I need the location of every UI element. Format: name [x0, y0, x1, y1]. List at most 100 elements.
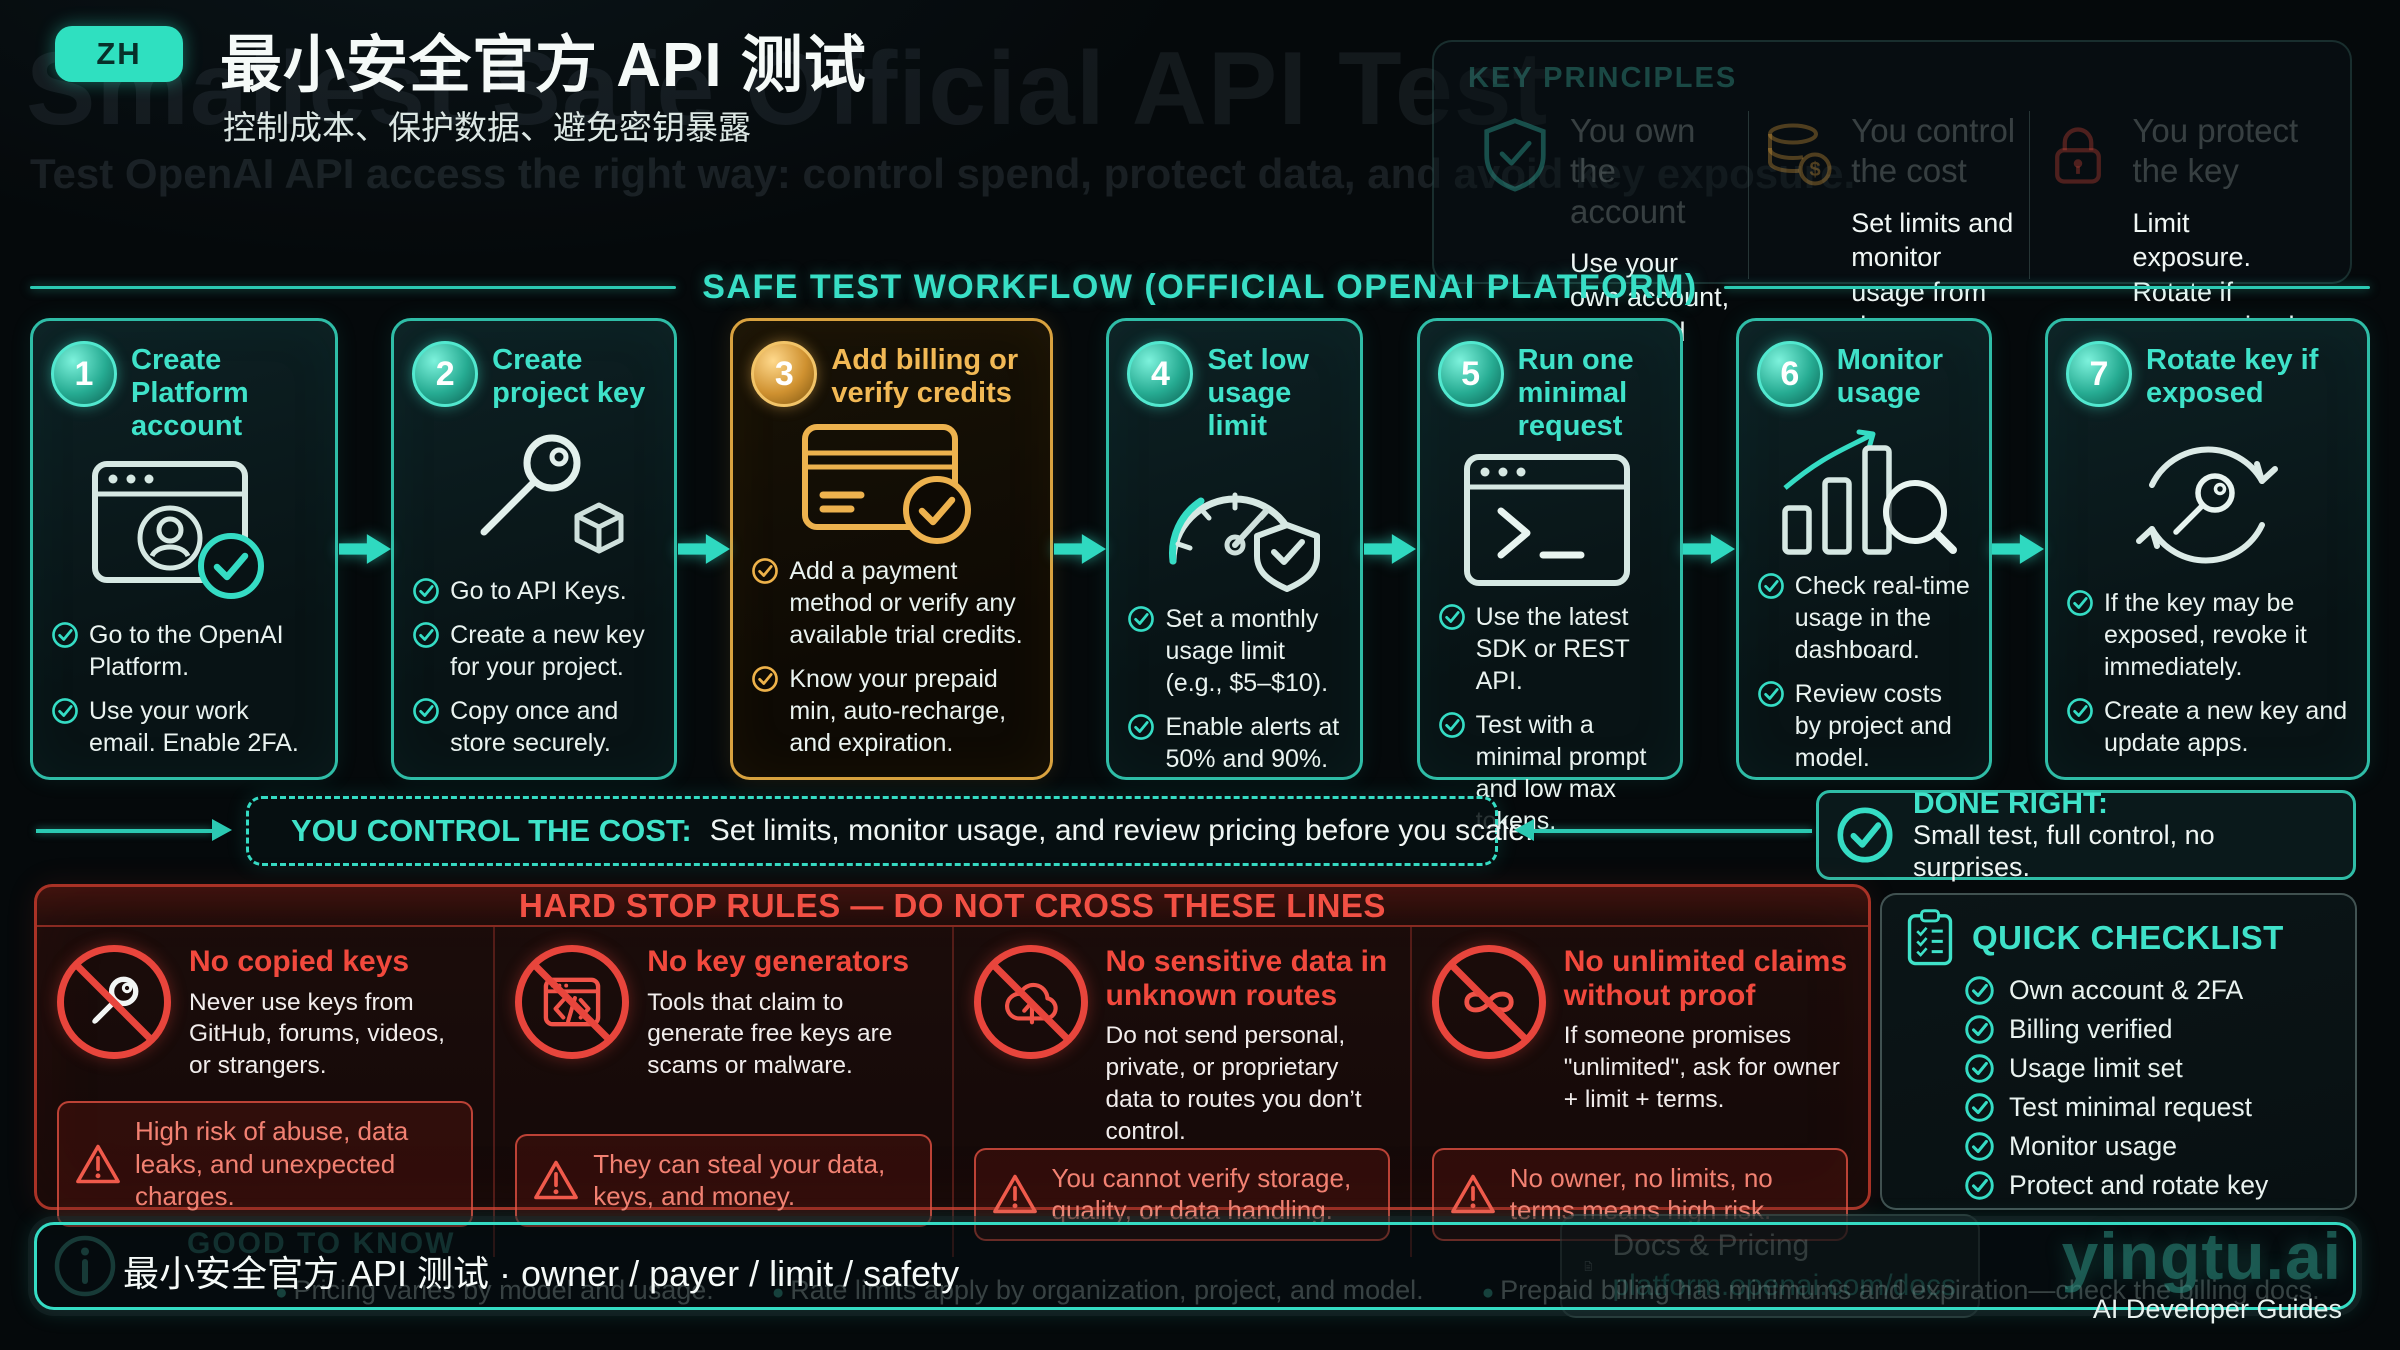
step-card-4: 4 Set low usage limit Set a monthly usag… [1106, 318, 1364, 780]
no-key-generators-icon [515, 945, 630, 1059]
flow-arrow-icon [339, 533, 391, 565]
flow-arrow-icon [1683, 533, 1735, 565]
step-bullet: Review costs by project and model. [1757, 678, 1971, 774]
step-bullet: If the key may be exposed, revoke it imm… [2066, 587, 2349, 683]
arrow-left-icon [1514, 819, 1534, 841]
checklist-item: Protect and rotate key [1964, 1170, 2333, 1201]
browser-user-check-icon [51, 443, 317, 619]
hard-stop-panel: HARD STOP RULES — DO NOT CROSS THESE LIN… [34, 884, 1871, 1257]
key-principles-title: KEY PRINCIPLES [1468, 62, 1738, 94]
page-title: 最小安全官方 API 测试 [220, 31, 867, 100]
clipboard-icon [1904, 909, 1956, 967]
step-card-7: 7 Rotate key if exposed If the key may b… [2044, 318, 2370, 780]
workflow-steps-row: 1 Create Platform account Go to the Open… [30, 318, 2370, 835]
step-card-1: 1 Create Platform account Go to the Open… [30, 318, 338, 780]
flow-arrow-icon [1054, 533, 1106, 565]
flow-arrow-icon [678, 533, 730, 565]
step-title: Set low usage limit [1207, 344, 1309, 443]
step-number: 5 [1437, 341, 1504, 407]
connector-line [1534, 829, 1812, 833]
cost-banner-text: Set limits, monitor usage, and review pr… [709, 814, 1534, 847]
step-card-3: 3 Add billing or verify credits Add a pa… [730, 318, 1054, 780]
step-bullet: Set a monthly usage limit (e.g., $5–$10)… [1127, 603, 1342, 699]
step-title: Create project key [492, 344, 646, 410]
footer-note: Rate limits apply by organization, proje… [772, 1275, 1423, 1306]
warning-triangle-icon [75, 1143, 121, 1185]
step-card-2: 2 Create project key Go to API Keys. Cre… [391, 318, 678, 780]
step-bullet: Use the latest SDK or REST API. [1438, 601, 1662, 697]
checklist-item: Usage limit set [1964, 1053, 2333, 1084]
step-bullet: Enable alerts at 50% and 90%. [1127, 711, 1342, 775]
info-icon [53, 1234, 117, 1298]
rule-body: Tools that claim to generate free keys a… [647, 988, 893, 1080]
footer-ghost-label: GOOD TO KNOW [187, 1227, 456, 1260]
step-bullet: Know your prepaid min, auto-recharge, an… [751, 663, 1032, 759]
footer-note: Prepaid billing has minimums and expirat… [1482, 1275, 2319, 1306]
checklist-item: Own account & 2FA [1964, 975, 2333, 1006]
principle-heading: You control the cost [1851, 112, 2016, 190]
step-number: 1 [51, 341, 117, 407]
no-unlimited-claims-icon [1431, 945, 1546, 1059]
warning-triangle-icon [1450, 1173, 1496, 1215]
cost-banner-label: YOU CONTROL THE COST: [291, 813, 692, 848]
checklist-item: Test minimal request [1964, 1092, 2333, 1123]
terminal-icon [1438, 443, 1662, 601]
divider-line [1723, 285, 2370, 290]
step-number: 2 [412, 341, 479, 407]
footer-main-text: 最小安全官方 API 测试 · owner / payer / limit / … [123, 1253, 960, 1294]
footer-note: Pricing varies by model and usage. [275, 1275, 714, 1306]
rule-title: No sensitive data in unknown routes [1105, 945, 1388, 1012]
language-badge[interactable]: ZH [55, 26, 183, 82]
rule-no-copied-keys: No copied keys Never use keys from GitHu… [37, 927, 493, 1257]
done-right-callout: DONE RIGHT: Small test, full control, no… [1816, 786, 2356, 882]
arrow-right-icon [212, 819, 232, 841]
warning-triangle-icon [533, 1159, 579, 1201]
shield-check-icon [1482, 111, 1554, 279]
brand-block: yingtu.ai AI Developer Guides [2062, 1218, 2342, 1325]
lock-icon [2044, 111, 2116, 279]
rule-body: If someone promises "unlimited", ask for… [1563, 1022, 1840, 1113]
rule-no-sensitive-data: No sensitive data in unknown routes Do n… [951, 927, 1410, 1257]
brand-subtitle: AI Developer Guides [2092, 1294, 2342, 1324]
step-title: Run one minimal request [1517, 344, 1634, 443]
principle-heading: You protect the key [2132, 112, 2299, 190]
rule-body: Do not send personal, private, or propri… [1105, 1022, 1362, 1145]
rule-warning: High risk of abuse, data leaks, and unex… [57, 1101, 474, 1227]
principle-own-account: You own the account Use your own account… [1468, 111, 1748, 381]
step-title: Rotate key if exposed [2145, 344, 2319, 410]
rule-warning: They can steal your data, keys, and mone… [515, 1133, 932, 1227]
rotate-key-icon [2066, 410, 2349, 587]
key-cube-icon [412, 410, 656, 575]
step-card-6: 6 Monitor usage Check real-time usage in… [1735, 318, 1992, 780]
step-bullet: Copy once and store securely. [412, 695, 656, 759]
rule-no-key-generators: No key generators Tools that claim to ge… [493, 927, 951, 1257]
done-right-title: DONE RIGHT: [1913, 786, 2108, 820]
step-number: 4 [1127, 341, 1194, 407]
footer-bar: GOOD TO KNOW Pricing varies by model and… [34, 1222, 2356, 1310]
cost-control-banner: YOU CONTROL THE COST: Set limits, monito… [246, 796, 1533, 866]
coins-dollar-icon: $ [1763, 111, 1835, 279]
rule-body: Never use keys from GitHub, forums, vide… [189, 988, 445, 1080]
checklist-item: Billing verified [1964, 1014, 2333, 1045]
step-bullet: Go to API Keys. [412, 575, 656, 607]
principle-protect-key: You protect the key Limit exposure. Rota… [2029, 111, 2316, 341]
page-subtitle: 控制成本、保护数据、避免密钥暴露 [223, 109, 751, 146]
principle-heading: You own the account [1570, 112, 1696, 230]
flow-arrow-icon [1992, 533, 2044, 565]
workflow-heading-row: SAFE TEST WORKFLOW (OFFICIAL OPENAI PLAT… [30, 268, 2370, 307]
divider-line [30, 285, 677, 290]
rule-title: No key generators [647, 945, 910, 978]
step-card-5: 5 Run one minimal request Use the latest… [1416, 318, 1683, 835]
rule-title: No copied keys [189, 945, 410, 978]
workflow-heading: SAFE TEST WORKFLOW (OFFICIAL OPENAI PLAT… [702, 268, 1698, 306]
step-bullet: Create a new key for your project. [412, 619, 656, 683]
gauge-shield-icon [1127, 443, 1342, 603]
done-right-body: Small test, full control, no surprises. [1913, 819, 2215, 882]
bar-chart-magnifier-icon [1757, 410, 1971, 570]
key-principles-panel: KEY PRINCIPLES You own the account Use y… [1432, 40, 2352, 381]
credit-card-check-icon [751, 410, 1032, 555]
warning-triangle-icon [992, 1173, 1038, 1215]
no-copied-keys-icon [57, 945, 171, 1059]
step-number: 7 [2065, 341, 2132, 407]
ghost-english-subtitle: Test OpenAI API access the right way: co… [30, 150, 1856, 197]
